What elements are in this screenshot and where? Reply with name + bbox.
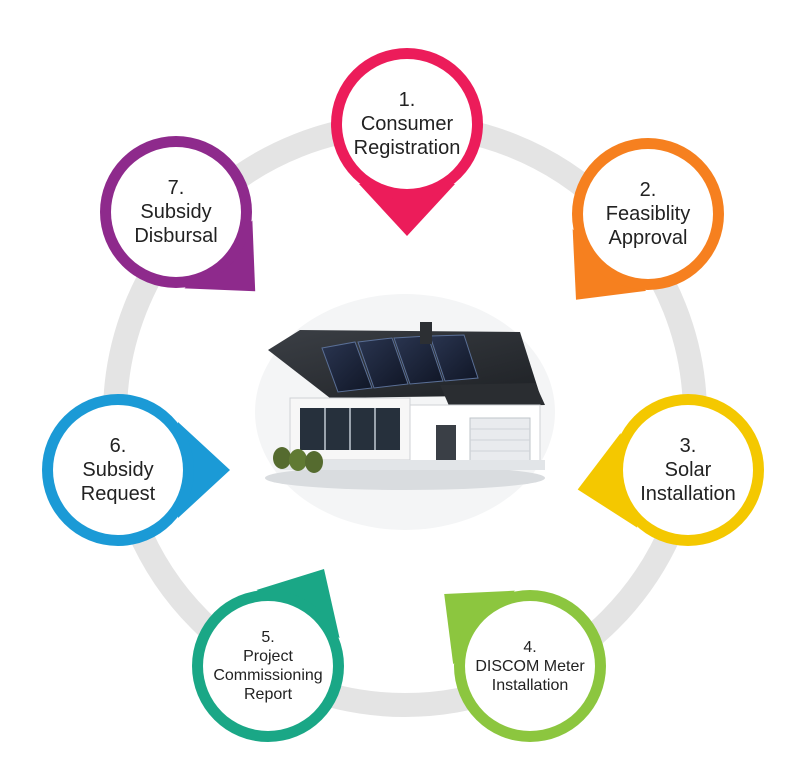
step-text-line: Approval bbox=[608, 227, 688, 249]
solar-house-illustration bbox=[265, 322, 545, 490]
step-5 bbox=[192, 569, 344, 742]
step-3 bbox=[577, 394, 764, 546]
step-text-line: Installation bbox=[491, 676, 569, 694]
step-number: 6. bbox=[109, 435, 127, 457]
step-text-line: DISCOM Meter bbox=[475, 657, 585, 675]
step-text-line: Subsidy bbox=[140, 201, 212, 223]
step-number: 3. bbox=[679, 435, 697, 457]
step-text-line: Solar bbox=[664, 459, 712, 481]
step-face bbox=[465, 601, 595, 731]
step-6 bbox=[42, 394, 230, 546]
step-1 bbox=[331, 48, 483, 236]
step-text-line: Registration bbox=[353, 137, 461, 159]
step-text-line: Project bbox=[243, 648, 293, 665]
solar-panels-icon bbox=[321, 334, 479, 393]
step-face bbox=[111, 147, 241, 277]
step-face bbox=[342, 59, 472, 189]
step-number: 7. bbox=[167, 177, 185, 199]
step-face bbox=[203, 601, 333, 731]
step-text-line: Consumer bbox=[360, 113, 454, 135]
step-number: 1. bbox=[398, 89, 416, 111]
step-2 bbox=[572, 138, 724, 300]
step-number: 2. bbox=[639, 179, 657, 201]
step-4 bbox=[444, 590, 606, 742]
step-text-line: Disbursal bbox=[134, 225, 218, 247]
step-face bbox=[53, 405, 183, 535]
step-number: 5. bbox=[261, 629, 275, 646]
step-text-line: Request bbox=[80, 483, 156, 505]
step-number: 4. bbox=[523, 638, 537, 656]
step-text-line: Commissioning bbox=[213, 667, 323, 684]
step-text-line: Installation bbox=[640, 483, 736, 505]
step-7 bbox=[100, 136, 256, 292]
step-face bbox=[583, 149, 713, 279]
step-text-line: Feasiblity bbox=[605, 203, 691, 225]
step-face bbox=[623, 405, 753, 535]
step-text-line: Report bbox=[243, 686, 293, 703]
step-text-line: Subsidy bbox=[82, 459, 154, 481]
